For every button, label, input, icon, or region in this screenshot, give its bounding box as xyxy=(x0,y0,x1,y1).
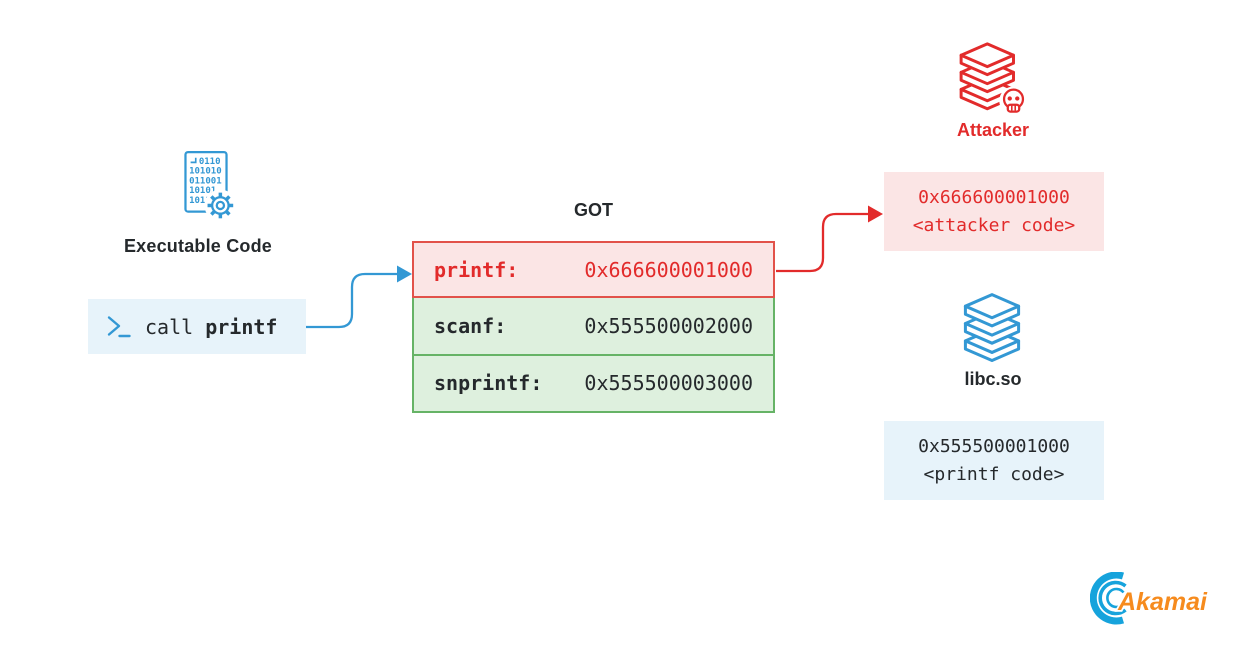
libc-code-label: <printf code> xyxy=(923,463,1065,485)
binary-line: 10101 xyxy=(189,186,216,196)
call-to-got-arrow xyxy=(306,265,412,329)
libc-label: libc.so xyxy=(964,369,1022,389)
got-row-address: 0x666600001000 xyxy=(584,257,753,282)
got-row-snprintf: snprintf: 0x555500003000 xyxy=(412,353,775,413)
got-row-address: 0x555500003000 xyxy=(584,371,753,396)
attacker-address: 0x666600001000 xyxy=(918,186,1070,208)
attacker-code-label: <attacker code> xyxy=(912,214,1076,236)
got-to-attacker-arrow xyxy=(776,205,883,273)
got-row-label: printf: xyxy=(434,257,519,282)
call-printf-box: call printf xyxy=(88,299,306,354)
binary-line: 101010 xyxy=(189,167,222,177)
got-title: GOT xyxy=(574,200,613,220)
executable-code-icon: 0110 101010 011001 10101 1011 xyxy=(184,150,237,222)
libc-address: 0x555500001000 xyxy=(918,435,1070,457)
got-row-label: scanf: xyxy=(434,313,507,338)
call-instruction: call printf xyxy=(145,315,277,339)
got-row-address: 0x555500002000 xyxy=(584,313,753,338)
libc-books-icon xyxy=(963,293,1021,363)
libc-code-box: 0x555500001000 <printf code> xyxy=(884,421,1104,500)
skull-icon xyxy=(999,86,1028,116)
binary-line: 0110 xyxy=(199,157,221,167)
call-target: printf xyxy=(205,314,278,339)
akamai-swoosh-icon xyxy=(1090,572,1127,625)
got-table: printf: 0x666600001000 scanf: 0x55550000… xyxy=(412,241,775,413)
got-row-printf: printf: 0x666600001000 xyxy=(412,241,775,299)
binary-line: 1011 xyxy=(189,196,211,206)
attacker-label: Attacker xyxy=(956,120,1030,140)
akamai-wordmark: Akamai xyxy=(1117,588,1208,616)
got-row-label: snprintf: xyxy=(434,371,543,396)
got-row-scanf: scanf: 0x555500002000 xyxy=(412,296,775,356)
terminal-prompt-icon xyxy=(107,316,131,338)
attacker-code-box: 0x666600001000 <attacker code> xyxy=(884,172,1104,251)
corner-glyph-icon xyxy=(190,157,197,164)
executable-code-label: Executable Code xyxy=(123,236,273,256)
call-keyword: call xyxy=(145,314,194,339)
attacker-books-icon xyxy=(959,42,1028,116)
gear-icon xyxy=(204,189,237,222)
akamai-logo: Akamai xyxy=(1090,572,1210,625)
binary-line: 011001 xyxy=(189,176,222,186)
